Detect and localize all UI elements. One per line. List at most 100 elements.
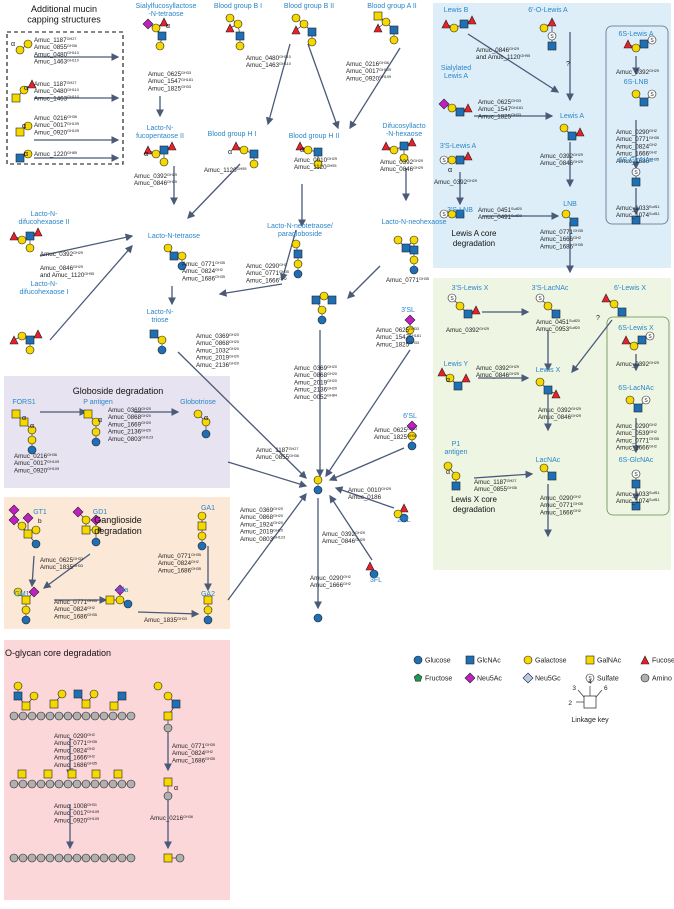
glucose [407, 441, 417, 451]
alpha-label: α [174, 785, 178, 792]
fucose [601, 293, 611, 303]
enzyme-list: Amuc_1666GH2 [246, 277, 287, 284]
pathway-arrow [307, 43, 340, 130]
pathway-arrow [329, 494, 373, 561]
alpha-label: α [24, 151, 28, 158]
structure-name: LacNAc [536, 457, 561, 464]
structure-name: GA1 [201, 505, 215, 512]
glucose [409, 265, 419, 275]
structure-name: Lacto-N-neohexaose [382, 219, 447, 226]
amino-acid [36, 853, 46, 863]
galactose [17, 521, 27, 531]
amino-acid [90, 779, 100, 789]
amino-acid [117, 779, 127, 789]
fucose [225, 23, 235, 33]
fucose [159, 17, 169, 27]
enzyme-list: Amuc_0824GH2 [158, 560, 199, 567]
enzyme-list: Amuc_0369GH20 [108, 407, 151, 414]
enzyme-list: Amuc_2136GH20 [108, 428, 151, 435]
structure-name: fucopentaose II [136, 133, 184, 140]
amino-acid [36, 779, 46, 789]
enzyme-list: Amuc_1463GH110 [246, 62, 291, 69]
enzyme-list: Amuc_1835GH33 [144, 617, 187, 624]
galnac [373, 11, 383, 21]
sulfate-symbol [647, 89, 657, 99]
galnac [23, 529, 33, 539]
glcnac [15, 153, 25, 163]
structure-name: Sialylated [441, 65, 471, 72]
structure-name: 3'S-Lewis A [440, 143, 477, 150]
sulfate-s: S [538, 296, 542, 302]
enzyme-list: Amuc_1187GH27 [256, 447, 299, 454]
neu5ac [404, 314, 416, 326]
sulfate-symbol [631, 469, 641, 479]
amino-acid [163, 791, 173, 801]
structure-name: triose [151, 317, 168, 324]
structure-name: Lacto-N- [31, 211, 59, 218]
galactose [409, 255, 419, 265]
structure-name: Lacto-N- [147, 125, 175, 132]
alpha-label: α [11, 41, 15, 48]
galnac [49, 699, 59, 709]
amino-acid [63, 779, 73, 789]
neu5ac [22, 512, 34, 524]
enzyme-list: Amuc_0392GH29 [540, 153, 583, 160]
enzyme-list: Amuc_1033Sulf11 [616, 205, 660, 212]
galactose [293, 259, 303, 269]
legend-label: Fucose [652, 658, 674, 665]
fucose [231, 141, 241, 151]
galactose [631, 43, 641, 53]
neu5ac [142, 18, 154, 30]
structure-name: Blood group H I [208, 131, 257, 138]
enzyme-list: Amuc_0771GH35 [616, 136, 659, 143]
enzyme-list: Amuc_0868GH20 [108, 414, 151, 421]
pathway-arrow [349, 47, 401, 130]
amino-acid [45, 711, 55, 721]
galactose [57, 689, 67, 699]
structure-name: 2'FL [397, 517, 411, 524]
glcnac [631, 215, 641, 225]
glcnac [639, 97, 649, 107]
amino-acid [63, 711, 73, 721]
galactose [151, 149, 161, 159]
sulfate-symbol [547, 31, 557, 41]
galactose [451, 471, 461, 481]
legend-label: Amino acid [652, 676, 674, 683]
enzyme-list: Amuc_0846GH29 [538, 414, 581, 421]
amino-acid [90, 711, 100, 721]
neu5ac [8, 514, 20, 526]
glcnac [451, 481, 461, 491]
amino-acid [45, 779, 55, 789]
amino-acid [63, 853, 73, 863]
amino-acid [99, 711, 109, 721]
structure-name: Globotriose [180, 399, 216, 406]
enzyme-list: Amuc_0017GH109 [14, 460, 59, 467]
sulfate-s: S [644, 398, 648, 404]
galactose [393, 235, 403, 245]
galactose [239, 145, 249, 155]
enzyme-list: Amuc_0824GH2 [616, 143, 657, 150]
enzyme-list: Amuc_1825GH33 [374, 434, 417, 441]
enzyme-list: Amuc_0771GH35 [54, 740, 97, 747]
pathway-arrow [28, 555, 37, 588]
fucose [33, 227, 43, 237]
galactose [381, 17, 391, 27]
fucose [467, 15, 477, 25]
enzyme-list: Amuc_0846GH29 [134, 180, 177, 187]
amino-acid [108, 779, 118, 789]
sulfate-symbol [535, 293, 545, 303]
structure-name: Lacto-N- [147, 309, 175, 316]
galactose [91, 417, 101, 427]
neu5ac [114, 584, 126, 596]
structure-name: GD1 [93, 509, 108, 516]
galactose [203, 605, 213, 615]
section-title: Lewis A core [452, 229, 497, 238]
fucose [295, 141, 305, 151]
alpha-label: α [98, 417, 102, 424]
enzyme-list: Amuc_0771GH35 [540, 502, 583, 509]
galactose [407, 431, 417, 441]
section-title: degradation [453, 505, 495, 514]
fucose [437, 367, 447, 377]
galactose [317, 305, 327, 315]
enzyme-list: Amuc_0290GH2 [246, 263, 287, 270]
